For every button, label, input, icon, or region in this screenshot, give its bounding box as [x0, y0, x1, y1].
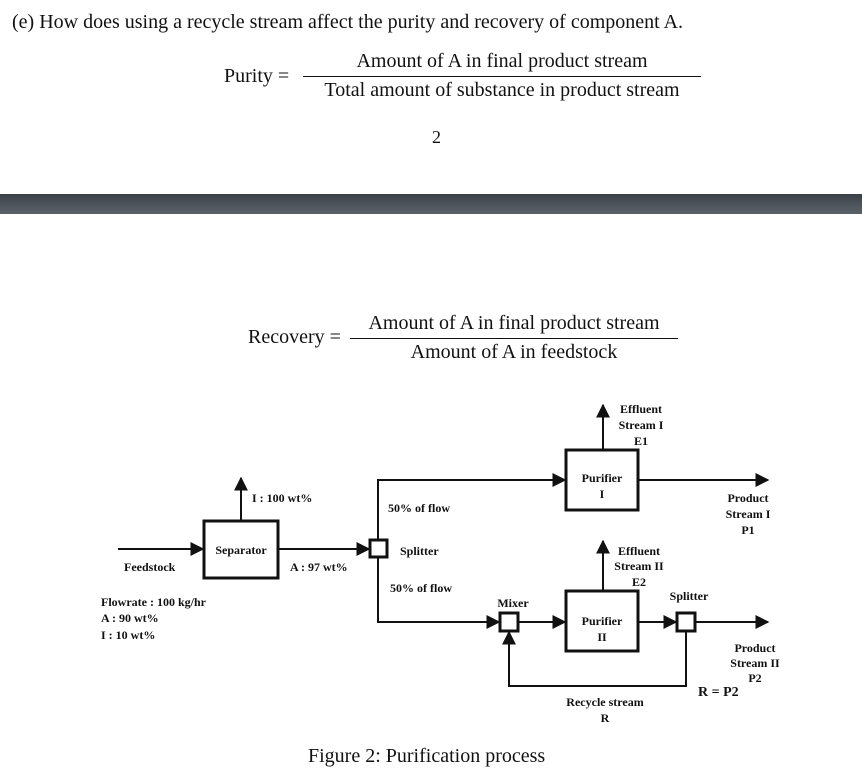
separator-top-label: I : 100 wt% [252, 491, 312, 505]
effluent2-label-line1: Effluent [618, 544, 660, 558]
flowrate-label: Flowrate : 100 kg/hr [101, 595, 207, 609]
feed-a-label: A : 90 wt% [101, 611, 159, 625]
separator-bottom-label: A : 97 wt% [290, 560, 348, 574]
product1-label-line3: P1 [741, 523, 754, 537]
purifier2-label-line2: II [597, 630, 607, 644]
product1-label-line2: Stream I [726, 507, 771, 521]
feedstock-label: Feedstock [124, 560, 176, 574]
splitter2-label: Splitter [670, 589, 709, 603]
splitter1-box [368, 538, 389, 559]
purity-numerator: Amount of A in final product stream [356, 50, 648, 72]
recycle-line [502, 630, 687, 687]
product2-label-line2: Stream II [730, 656, 780, 670]
process-diagram-svg: Feedstock Flowrate : 100 kg/hr A : 90 wt… [101, 402, 780, 725]
product2-label-line3: P2 [748, 671, 761, 685]
splitter2-box [675, 611, 697, 633]
lower-branch-line [377, 557, 501, 629]
purifier2-label-line1: Purifier [582, 614, 623, 628]
flow-upper-label: 50% of flow [388, 501, 450, 515]
recovery-fraction: Amount of A in final product stream Amou… [350, 312, 678, 364]
figure-caption: Figure 2: Purification process [308, 745, 546, 767]
splitter1-label: Splitter [400, 544, 439, 558]
mixer-label: Mixer [497, 596, 529, 610]
purity-denominator: Total amount of substance in product str… [324, 79, 680, 101]
effluent1-label-line2: Stream I [619, 418, 664, 432]
upper-branch-line [377, 473, 567, 540]
purifier1-label-line2: I [600, 487, 605, 501]
feed-i-label: I : 10 wt% [101, 628, 155, 642]
fraction-bar [303, 76, 701, 77]
process-diagram: Feedstock Flowrate : 100 kg/hr A : 90 wt… [0, 380, 862, 740]
product2-label-line1: Product [734, 641, 775, 655]
page-number: 2 [432, 127, 441, 147]
purifier1-label-line1: Purifier [582, 471, 623, 485]
effluent1-label-line1: Effluent [620, 402, 662, 416]
purity-label: Purity = [224, 65, 290, 87]
recycle-label-line1: Recycle stream [566, 695, 643, 709]
fraction-bar [350, 338, 678, 339]
question-text: (e) How does using a recycle stream affe… [12, 11, 684, 33]
flow-lower-label: 50% of flow [390, 581, 452, 595]
recovery-denominator: Amount of A in feedstock [410, 341, 618, 363]
page-break [0, 194, 862, 214]
ratio-label: R = P2 [698, 685, 739, 700]
recycle-label-line2: R [601, 711, 610, 725]
purity-fraction: Amount of A in final product stream Tota… [303, 50, 701, 102]
recovery-numerator: Amount of A in final product stream [368, 312, 660, 334]
product1-label-line1: Product [727, 491, 768, 505]
separator-label: Separator [215, 543, 267, 557]
mixer-box [498, 611, 520, 633]
effluent1-label-line3: E1 [634, 434, 648, 448]
recovery-label: Recovery = [248, 326, 341, 348]
effluent2-label-line2: Stream II [614, 559, 664, 573]
effluent2-label-line3: E2 [632, 575, 646, 589]
